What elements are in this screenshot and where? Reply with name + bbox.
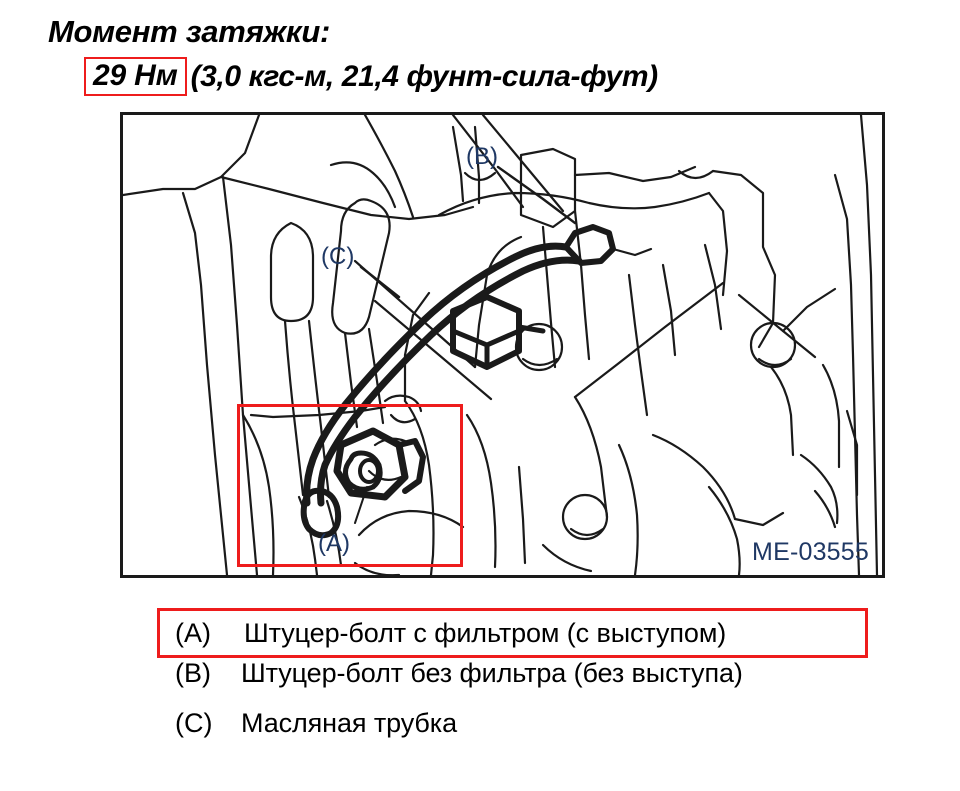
figure-id-label: ME-03555 [752,538,869,566]
legend-key-b: (B) [175,658,211,688]
figure-highlight-box [237,404,463,567]
page-title: Момент затяжки: [48,14,331,49]
legend-list: (A) Штуцер-болт с фильтром (с выступом) … [157,608,868,758]
legend-key-c: (C) [175,708,213,738]
figure-frame: (B) (C) (A) ME-03555 [120,112,885,578]
torque-primary-value: 29 Нм [93,59,178,92]
legend-text-a: Штуцер-болт с фильтром (с выступом) [244,617,727,648]
figure-callout-b: (B) [466,143,498,170]
legend-text-b: Штуцер-болт без фильтра (без выступа) [241,658,743,688]
legend-item-c: (C) Масляная трубка [157,708,868,758]
torque-value-row: 29 Нм (3,0 кгс-м, 21,4 фунт-сила-фут) [84,57,658,96]
torque-alternate-units: (3,0 кгс-м, 21,4 фунт-сила-фут) [190,59,659,93]
torque-primary-highlight-box: 29 Нм [84,57,187,96]
legend-item-a: (A) Штуцер-болт с фильтром (с выступом) [157,608,868,658]
legend-key-a: (A) [175,617,211,648]
legend-item-b: (B) Штуцер-болт без фильтра (без выступа… [157,658,868,708]
figure-callout-c: (C) [321,243,355,270]
legend-text-c: Масляная трубка [241,708,458,738]
figure-callout-a: (A) [318,530,350,557]
